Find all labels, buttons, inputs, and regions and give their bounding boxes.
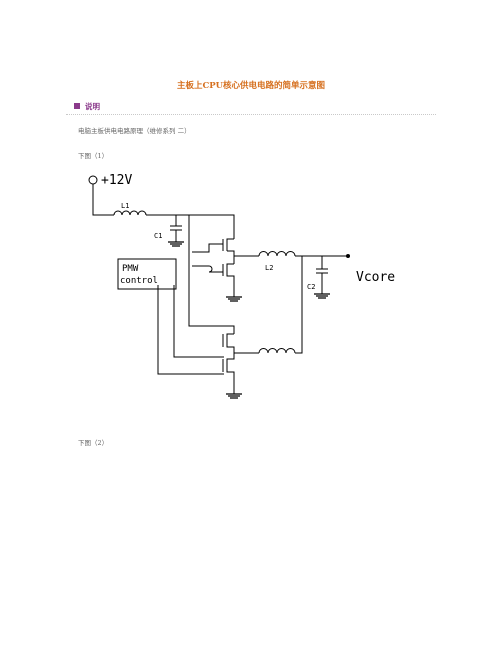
figure2-caption: 下图（2） bbox=[78, 439, 109, 447]
l2-label: L2 bbox=[265, 264, 273, 272]
page-title: 主板上CPU核心供电电路的简单示意图 bbox=[176, 81, 326, 91]
c2-label: C2 bbox=[307, 283, 315, 291]
divider bbox=[66, 114, 436, 115]
intro-text: 电脑主板供电电路原理（维修系列 二） bbox=[78, 127, 191, 135]
vcore-label: Vcore bbox=[356, 270, 395, 285]
ground-c1 bbox=[168, 241, 184, 247]
section-label: 说明 bbox=[85, 101, 100, 111]
vcore-dot bbox=[346, 254, 350, 258]
supply-terminal bbox=[88, 175, 98, 185]
capacitor-c2 bbox=[316, 268, 328, 274]
capacitor-c1 bbox=[170, 225, 182, 231]
circuit-diagram: +12V L1 C1 PMW control L2 C2 Vcore bbox=[88, 173, 395, 399]
square-bullet-icon bbox=[74, 103, 80, 109]
l1-label: L1 bbox=[121, 202, 129, 210]
inductor-l1 bbox=[113, 210, 147, 216]
figure1-caption: 下图（1） bbox=[78, 152, 109, 160]
pwm-line1: PMW bbox=[122, 264, 139, 274]
pwm-line2: control bbox=[120, 276, 158, 286]
ground-lower-fet bbox=[226, 393, 242, 399]
inductor-l2 bbox=[258, 251, 296, 257]
ground-c2 bbox=[314, 293, 330, 299]
supply-label: +12V bbox=[101, 173, 132, 188]
ground-upper-fet bbox=[226, 296, 242, 302]
pwm-control-box bbox=[117, 258, 177, 290]
section-header: 说明 bbox=[74, 100, 100, 112]
c1-label: C1 bbox=[154, 232, 162, 240]
inductor-l3 bbox=[258, 348, 296, 354]
